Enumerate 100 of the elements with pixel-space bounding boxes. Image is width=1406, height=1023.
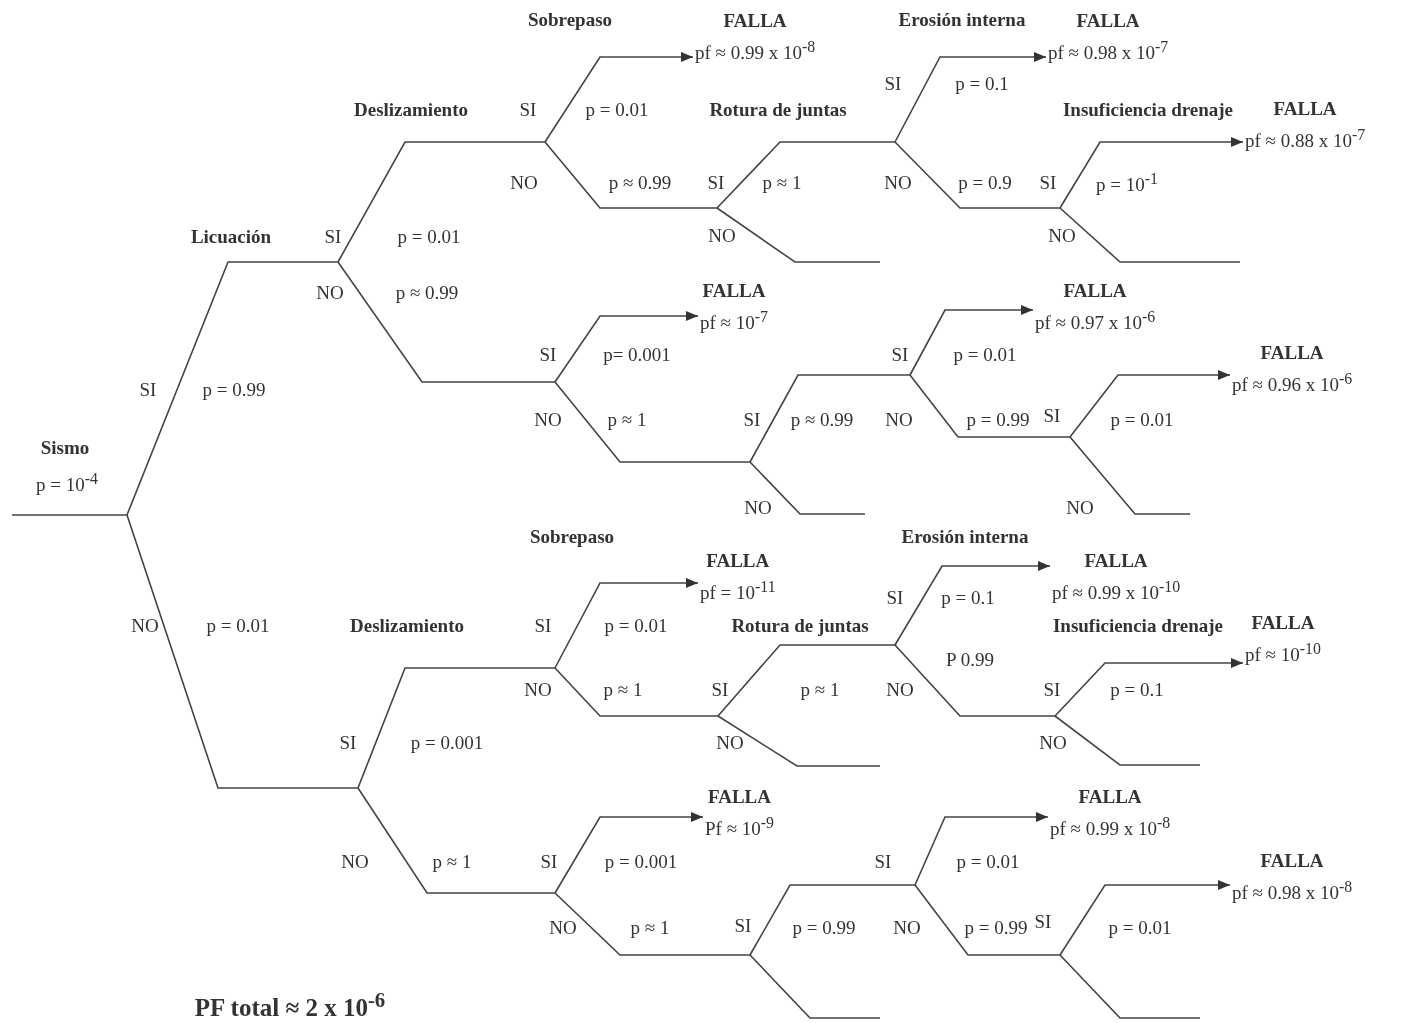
branch-label: NO — [131, 615, 159, 637]
event-heading: Rotura de juntas — [731, 615, 869, 637]
branch-label: SI — [540, 851, 558, 873]
arrow — [1059, 880, 1231, 956]
arrow — [1054, 658, 1244, 717]
branch-label: NO — [1066, 497, 1094, 519]
branch-label: NO — [884, 172, 912, 194]
arrow — [1059, 137, 1244, 209]
probability-label: p = 0.1 — [1110, 679, 1164, 701]
probability-label: p = 10$^{-4}$ — [36, 469, 98, 497]
branch-label: SI — [874, 851, 892, 873]
probability-label: p ≈ 1 — [800, 679, 840, 701]
probability-label: p = 0.9 — [958, 172, 1012, 194]
event-heading: Licuación — [190, 226, 272, 248]
branch-label: SI — [734, 915, 752, 937]
probability-label: p = 0.99 — [202, 379, 266, 401]
branch-label: SI — [1034, 911, 1052, 933]
arrow — [894, 52, 1047, 143]
probability-label: p = 10$^{-1}$ — [1096, 169, 1158, 197]
probability-label: p = 0.99 — [792, 917, 856, 939]
probability-label: pf ≈ 10$^{-7}$ — [700, 306, 768, 336]
branch-label: SI — [324, 226, 342, 248]
arrow — [554, 578, 699, 669]
probability-label: P 0.99 — [946, 649, 994, 671]
event-heading: Erosión interna — [901, 526, 1029, 548]
branch-label: NO — [549, 917, 577, 939]
outcome-heading: FALLA — [1062, 279, 1128, 303]
probability-label: pf ≈ 0.99 x 10$^{-10}$ — [1052, 576, 1181, 606]
branch-label: NO — [316, 282, 344, 304]
branch-label: SI — [534, 615, 552, 637]
branch-label: SI — [139, 379, 157, 401]
branch-label: SI — [1043, 679, 1061, 701]
probability-label: p ≈ 0.99 — [790, 409, 854, 431]
branch-label: NO — [1048, 225, 1076, 247]
outcome-heading: FALLA — [1259, 849, 1325, 873]
probability-label: pf ≈ 10$^{-10}$ — [1245, 638, 1321, 668]
event-heading: Insuficiencia drenaje — [1062, 99, 1234, 121]
probability-label: p = 0.01 — [953, 344, 1017, 366]
probability-label: p = 0.01 — [585, 99, 649, 121]
probability-label: p = 0.01 — [206, 615, 270, 637]
probability-label: Pf ≈ 10$^{-9}$ — [705, 812, 774, 842]
branch-label: NO — [341, 851, 369, 873]
branch-label: NO — [524, 679, 552, 701]
arrow — [554, 812, 704, 894]
outcome-heading: FALLA — [1083, 549, 1149, 573]
branch-label: NO — [893, 917, 921, 939]
outcome-heading: FALLA — [1259, 341, 1325, 365]
probability-label: p = 0.99 — [966, 409, 1030, 431]
outcome-heading: FALLA — [1077, 785, 1143, 809]
arrow — [554, 311, 699, 383]
probability-label: p = 0.001 — [604, 851, 678, 873]
probability-label: p = 0.99 — [964, 917, 1028, 939]
arrow — [894, 561, 1051, 646]
probability-label: pf = 10$^{-11}$ — [700, 576, 776, 606]
outcome-heading: FALLA — [1250, 611, 1316, 635]
branch-label: NO — [716, 732, 744, 754]
event-heading: Sobrepaso — [529, 526, 615, 548]
probability-label: p = 0.01 — [956, 851, 1020, 873]
probability-label: pf ≈ 0.98 x 10$^{-8}$ — [1232, 876, 1353, 906]
probability-label: pf ≈ 0.99 x 10$^{-8}$ — [1050, 812, 1171, 842]
arrow — [914, 812, 1049, 886]
branch-label: SI — [539, 344, 557, 366]
event-heading: Sismo — [40, 437, 90, 459]
probability-label: pf ≈ 0.88 x 10$^{-7}$ — [1245, 124, 1366, 154]
probability-label: p ≈ 1 — [603, 679, 643, 701]
arrow — [909, 305, 1034, 376]
probability-label: p = 0.1 — [941, 587, 995, 609]
branch-label: SI — [707, 172, 725, 194]
total-probability-note: PF total ≈ 2 x 10$^{-6}$ — [194, 988, 386, 1022]
event-heading: Sobrepaso — [527, 9, 613, 31]
probability-label: p = 0.1 — [955, 73, 1009, 95]
branch-label: NO — [886, 679, 914, 701]
probability-label: p = 0.01 — [397, 226, 461, 248]
probability-label: pf ≈ 0.96 x 10$^{-6}$ — [1232, 368, 1353, 398]
probability-label: p = 0.01 — [1110, 409, 1174, 431]
arrow — [1069, 370, 1231, 438]
event-heading: Insuficiencia drenaje — [1052, 615, 1224, 637]
probability-label: pf ≈ 0.98 x 10$^{-7}$ — [1048, 36, 1169, 66]
branch-label: NO — [1039, 732, 1067, 754]
outcome-heading: FALLA — [705, 549, 771, 573]
probability-label: p = 0.01 — [1108, 917, 1172, 939]
branch-label: SI — [519, 99, 537, 121]
event-heading: Deslizamiento — [350, 615, 464, 637]
branch-label: NO — [510, 172, 538, 194]
arrow — [544, 52, 694, 143]
probability-label: p ≈ 0.99 — [608, 172, 672, 194]
branch-label: NO — [744, 497, 772, 519]
probability-label: p ≈ 1 — [630, 917, 670, 939]
event-heading: Erosión interna — [898, 9, 1026, 31]
probability-label: pf ≈ 0.99 x 10$^{-8}$ — [695, 36, 816, 66]
probability-label: p ≈ 1 — [607, 409, 647, 431]
outcome-heading: FALLA — [701, 279, 767, 303]
branch-label: SI — [743, 409, 761, 431]
outcome-heading: FALLA — [722, 9, 788, 33]
event-heading: Rotura de juntas — [709, 99, 847, 121]
outcome-heading: FALLA — [707, 785, 772, 809]
probability-label: p = 0.01 — [604, 615, 668, 637]
branch-label: SI — [711, 679, 729, 701]
probability-label: p ≈ 1 — [762, 172, 802, 194]
branch-label: SI — [1039, 172, 1057, 194]
